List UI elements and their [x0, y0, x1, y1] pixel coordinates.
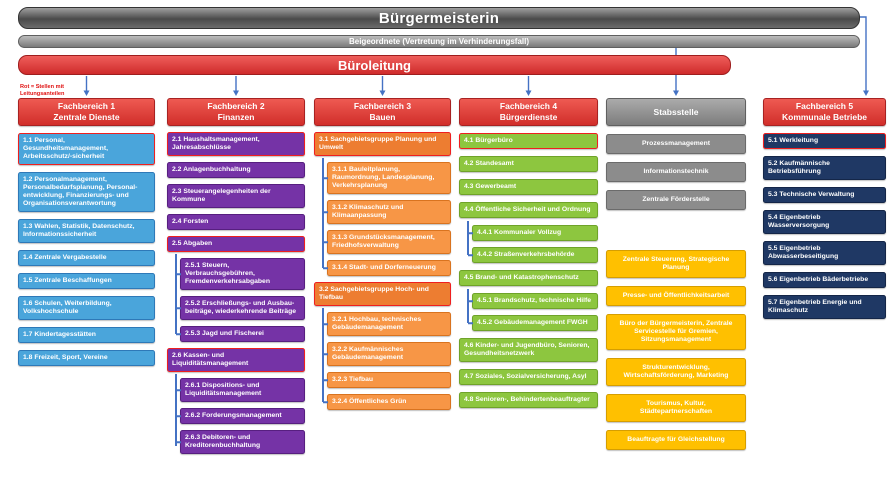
stab-prozessmanagement: Prozessmanagement	[606, 134, 746, 155]
unit-2-5-1: 2.5.1 Steuern, Verbrauchsgebühren, Fremd…	[180, 258, 305, 291]
unit-1-2: 1.2 Personalmanagement, Personalbedarfsp…	[18, 172, 155, 213]
fachbereich-3-column: Fachbereich 3 Bauen 3.1 Sachgebietsgrupp…	[314, 98, 451, 411]
stabsstelle-column: Stabsstelle Prozessmanagement Informatio…	[606, 98, 746, 451]
unit-2-6-subgroup: 2.6.1 Dispositions- und Liquiditätsmanag…	[175, 374, 305, 455]
unit-4-5-subgroup: 4.5.1 Brandschutz, technische Hilfe 4.5.…	[467, 289, 598, 332]
unit-2-2: 2.2 Anlagenbuchhaltung	[167, 162, 305, 179]
unit-4-5: 4.5 Brand- und Katastrophenschutz	[459, 270, 598, 287]
mayor-bar: Bürgermeisterin	[18, 7, 860, 29]
unit-1-1: 1.1 Personal, Gesundheitsmanagement, Arb…	[18, 133, 155, 166]
unit-2-6-2: 2.6.2 Forderungsmanagement	[180, 408, 305, 425]
unit-4-7: 4.7 Soziales, Sozialversicherung, Asyl	[459, 369, 598, 386]
unit-3-1-3: 3.1.3 Grundstücksmanagement, Friedhofsve…	[327, 230, 451, 255]
unit-5-6: 5.6 Eigenbetrieb Bäderbetriebe	[763, 272, 886, 289]
unit-3-1-subgroup: 3.1.1 Bauleitplanung, Raumordnung, Lande…	[322, 158, 451, 277]
deputy-bar: Beigeordnete (Vertretung im Verhinderung…	[18, 35, 860, 48]
unit-1-5: 1.5 Zentrale Beschaffungen	[18, 273, 155, 290]
unit-5-5: 5.5 Eigenbetrieb Abwasserbeseitigung	[763, 241, 886, 266]
unit-1-6: 1.6 Schulen, Weiterbildung, Volkshochsch…	[18, 296, 155, 321]
unit-1-8: 1.8 Freizeit, Sport, Vereine	[18, 350, 155, 367]
unit-4-4-2: 4.4.2 Straßenverkehrsbehörde	[472, 247, 598, 264]
stab-buero-der-buergermeisterin: Büro der Bürgermeisterin, Zentrale Servi…	[606, 314, 746, 351]
fachbereich-3-header: Fachbereich 3 Bauen	[314, 98, 451, 126]
legend-note: Rot = Stellen mit Leitungsanteilen	[20, 84, 65, 97]
office-lead-bar: Büroleitung	[18, 55, 731, 75]
unit-4-4-1: 4.4.1 Kommunaler Vollzug	[472, 225, 598, 242]
unit-3-1-2: 3.1.2 Klimaschutz und Klimaanpassung	[327, 200, 451, 225]
unit-4-1: 4.1 Bürgerbüro	[459, 133, 598, 150]
unit-3-2: 3.2 Sachgebietsgruppe Hoch- und Tiefbau	[314, 282, 451, 307]
fachbereich-5-column: Fachbereich 5 Kommunale Betriebe 5.1 Wer…	[763, 98, 886, 320]
unit-2-6: 2.6 Kassen- und Liquiditätsmanagement	[167, 348, 305, 373]
unit-4-8: 4.8 Senioren-, Behindertenbeauftragter	[459, 392, 598, 409]
unit-2-4: 2.4 Forsten	[167, 214, 305, 231]
unit-2-1: 2.1 Haushaltsmanagement, Jahresabschlüss…	[167, 132, 305, 157]
fachbereich-1-column: Fachbereich 1 Zentrale Dienste 1.1 Perso…	[18, 98, 155, 367]
stabsstelle-header: Stabsstelle	[606, 98, 746, 126]
stab-tourismus-kultur: Tourismus, Kultur, Städtepartnerschaften	[606, 394, 746, 423]
unit-3-2-4: 3.2.4 Öffentliches Grün	[327, 394, 451, 411]
unit-5-3: 5.3 Technische Verwaltung	[763, 187, 886, 204]
stab-presse-oeffentlichkeitsarbeit: Presse- und Öffentlichkeitsarbeit	[606, 286, 746, 307]
unit-5-1: 5.1 Werkleitung	[763, 133, 886, 150]
unit-2-3: 2.3 Steuerangelegenheiten der Kommune	[167, 184, 305, 209]
unit-5-4: 5.4 Eigenbetrieb Wasserversorgung	[763, 210, 886, 235]
fachbereich-2-header: Fachbereich 2 Finanzen	[167, 98, 305, 126]
unit-4-5-1: 4.5.1 Brandschutz, technische Hilfe	[472, 293, 598, 310]
stab-gleichstellung: Beauftragte für Gleichstellung	[606, 430, 746, 451]
fachbereich-5-header: Fachbereich 5 Kommunale Betriebe	[763, 98, 886, 126]
unit-4-6: 4.6 Kinder- und Jugendbüro, Senioren, Ge…	[459, 338, 598, 363]
unit-1-3: 1.3 Wahlen, Statistik, Datenschutz, Info…	[18, 219, 155, 244]
fachbereich-4-header: Fachbereich 4 Bürgerdienste	[459, 98, 598, 126]
unit-3-1: 3.1 Sachgebietsgruppe Planung und Umwelt	[314, 132, 451, 157]
fachbereich-1-header: Fachbereich 1 Zentrale Dienste	[18, 98, 155, 126]
unit-3-2-1: 3.2.1 Hochbau, technisches Gebäudemanage…	[327, 312, 451, 337]
unit-4-3: 4.3 Gewerbeamt	[459, 179, 598, 196]
stab-strukturentwicklung: Strukturentwicklung, Wirtschaftsförderun…	[606, 358, 746, 387]
unit-1-7: 1.7 Kindertagesstätten	[18, 327, 155, 344]
unit-5-2: 5.2 Kaufmännische Betriebsführung	[763, 156, 886, 181]
fachbereich-2-column: Fachbereich 2 Finanzen 2.1 Haushaltsmana…	[167, 98, 305, 455]
unit-2-6-3: 2.6.3 Debitoren- und Kreditorenbuchhaltu…	[180, 430, 305, 455]
unit-3-2-3: 3.2.3 Tiefbau	[327, 372, 451, 389]
stab-zentrale-steuerung: Zentrale Steuerung, Strategische Planung	[606, 250, 746, 279]
unit-5-7: 5.7 Eigenbetrieb Energie und Klimaschutz	[763, 295, 886, 320]
unit-4-5-2: 4.5.2 Gebäudemanagement FWGH	[472, 315, 598, 332]
stab-zentrale-foerderstelle: Zentrale Förderstelle	[606, 190, 746, 211]
unit-2-5-subgroup: 2.5.1 Steuern, Verbrauchsgebühren, Fremd…	[175, 254, 305, 343]
unit-3-1-1: 3.1.1 Bauleitplanung, Raumordnung, Lande…	[327, 162, 451, 195]
unit-3-2-2: 3.2.2 Kaufmännisches Gebäudemanagement	[327, 342, 451, 367]
stab-informationstechnik: Informationstechnik	[606, 162, 746, 183]
unit-2-6-1: 2.6.1 Dispositions- und Liquiditätsmanag…	[180, 378, 305, 403]
fachbereich-4-column: Fachbereich 4 Bürgerdienste 4.1 Bürgerbü…	[459, 98, 598, 409]
unit-2-5-2: 2.5.2 Erschließungs- und Ausbau-beiträge…	[180, 296, 305, 321]
unit-4-4-subgroup: 4.4.1 Kommunaler Vollzug 4.4.2 Straßenve…	[467, 221, 598, 264]
unit-4-4: 4.4 Öffentliche Sicherheit und Ordnung	[459, 202, 598, 219]
unit-2-5: 2.5 Abgaben	[167, 236, 305, 253]
unit-2-5-3: 2.5.3 Jagd und Fischerei	[180, 326, 305, 343]
unit-3-1-4: 3.1.4 Stadt- und Dorferneuerung	[327, 260, 451, 277]
unit-4-2: 4.2 Standesamt	[459, 156, 598, 173]
unit-3-2-subgroup: 3.2.1 Hochbau, technisches Gebäudemanage…	[322, 308, 451, 411]
unit-1-4: 1.4 Zentrale Vergabestelle	[18, 250, 155, 267]
